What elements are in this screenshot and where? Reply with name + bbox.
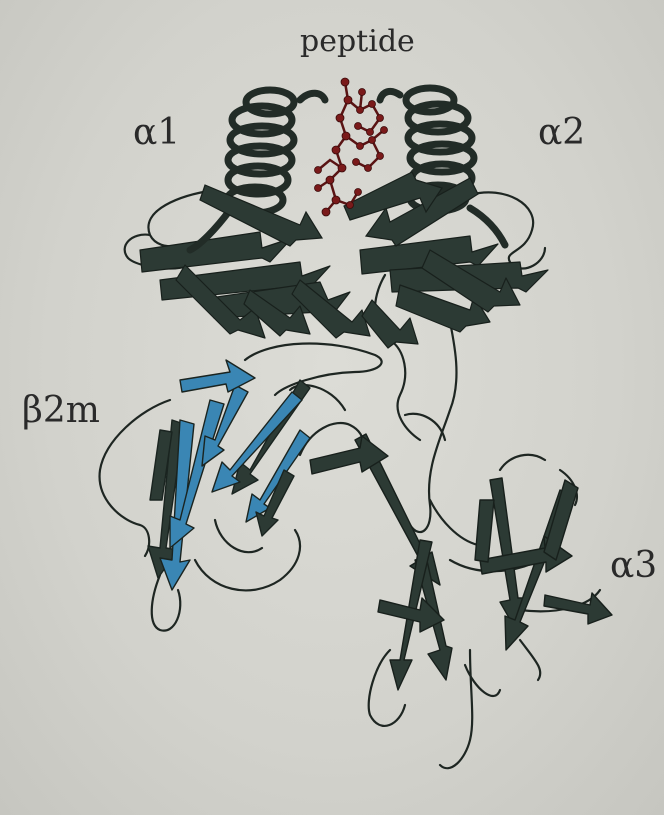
- alpha3-domain: [310, 434, 612, 690]
- peptide-label: peptide: [300, 24, 415, 59]
- alpha3-label: α3: [610, 545, 657, 586]
- alpha2-label: α2: [538, 112, 585, 153]
- beta2m-domain: [148, 360, 310, 590]
- alpha1-label: α1: [133, 112, 180, 153]
- platform-beta-sheet: [140, 232, 548, 348]
- beta2m-label: β2m: [22, 390, 100, 431]
